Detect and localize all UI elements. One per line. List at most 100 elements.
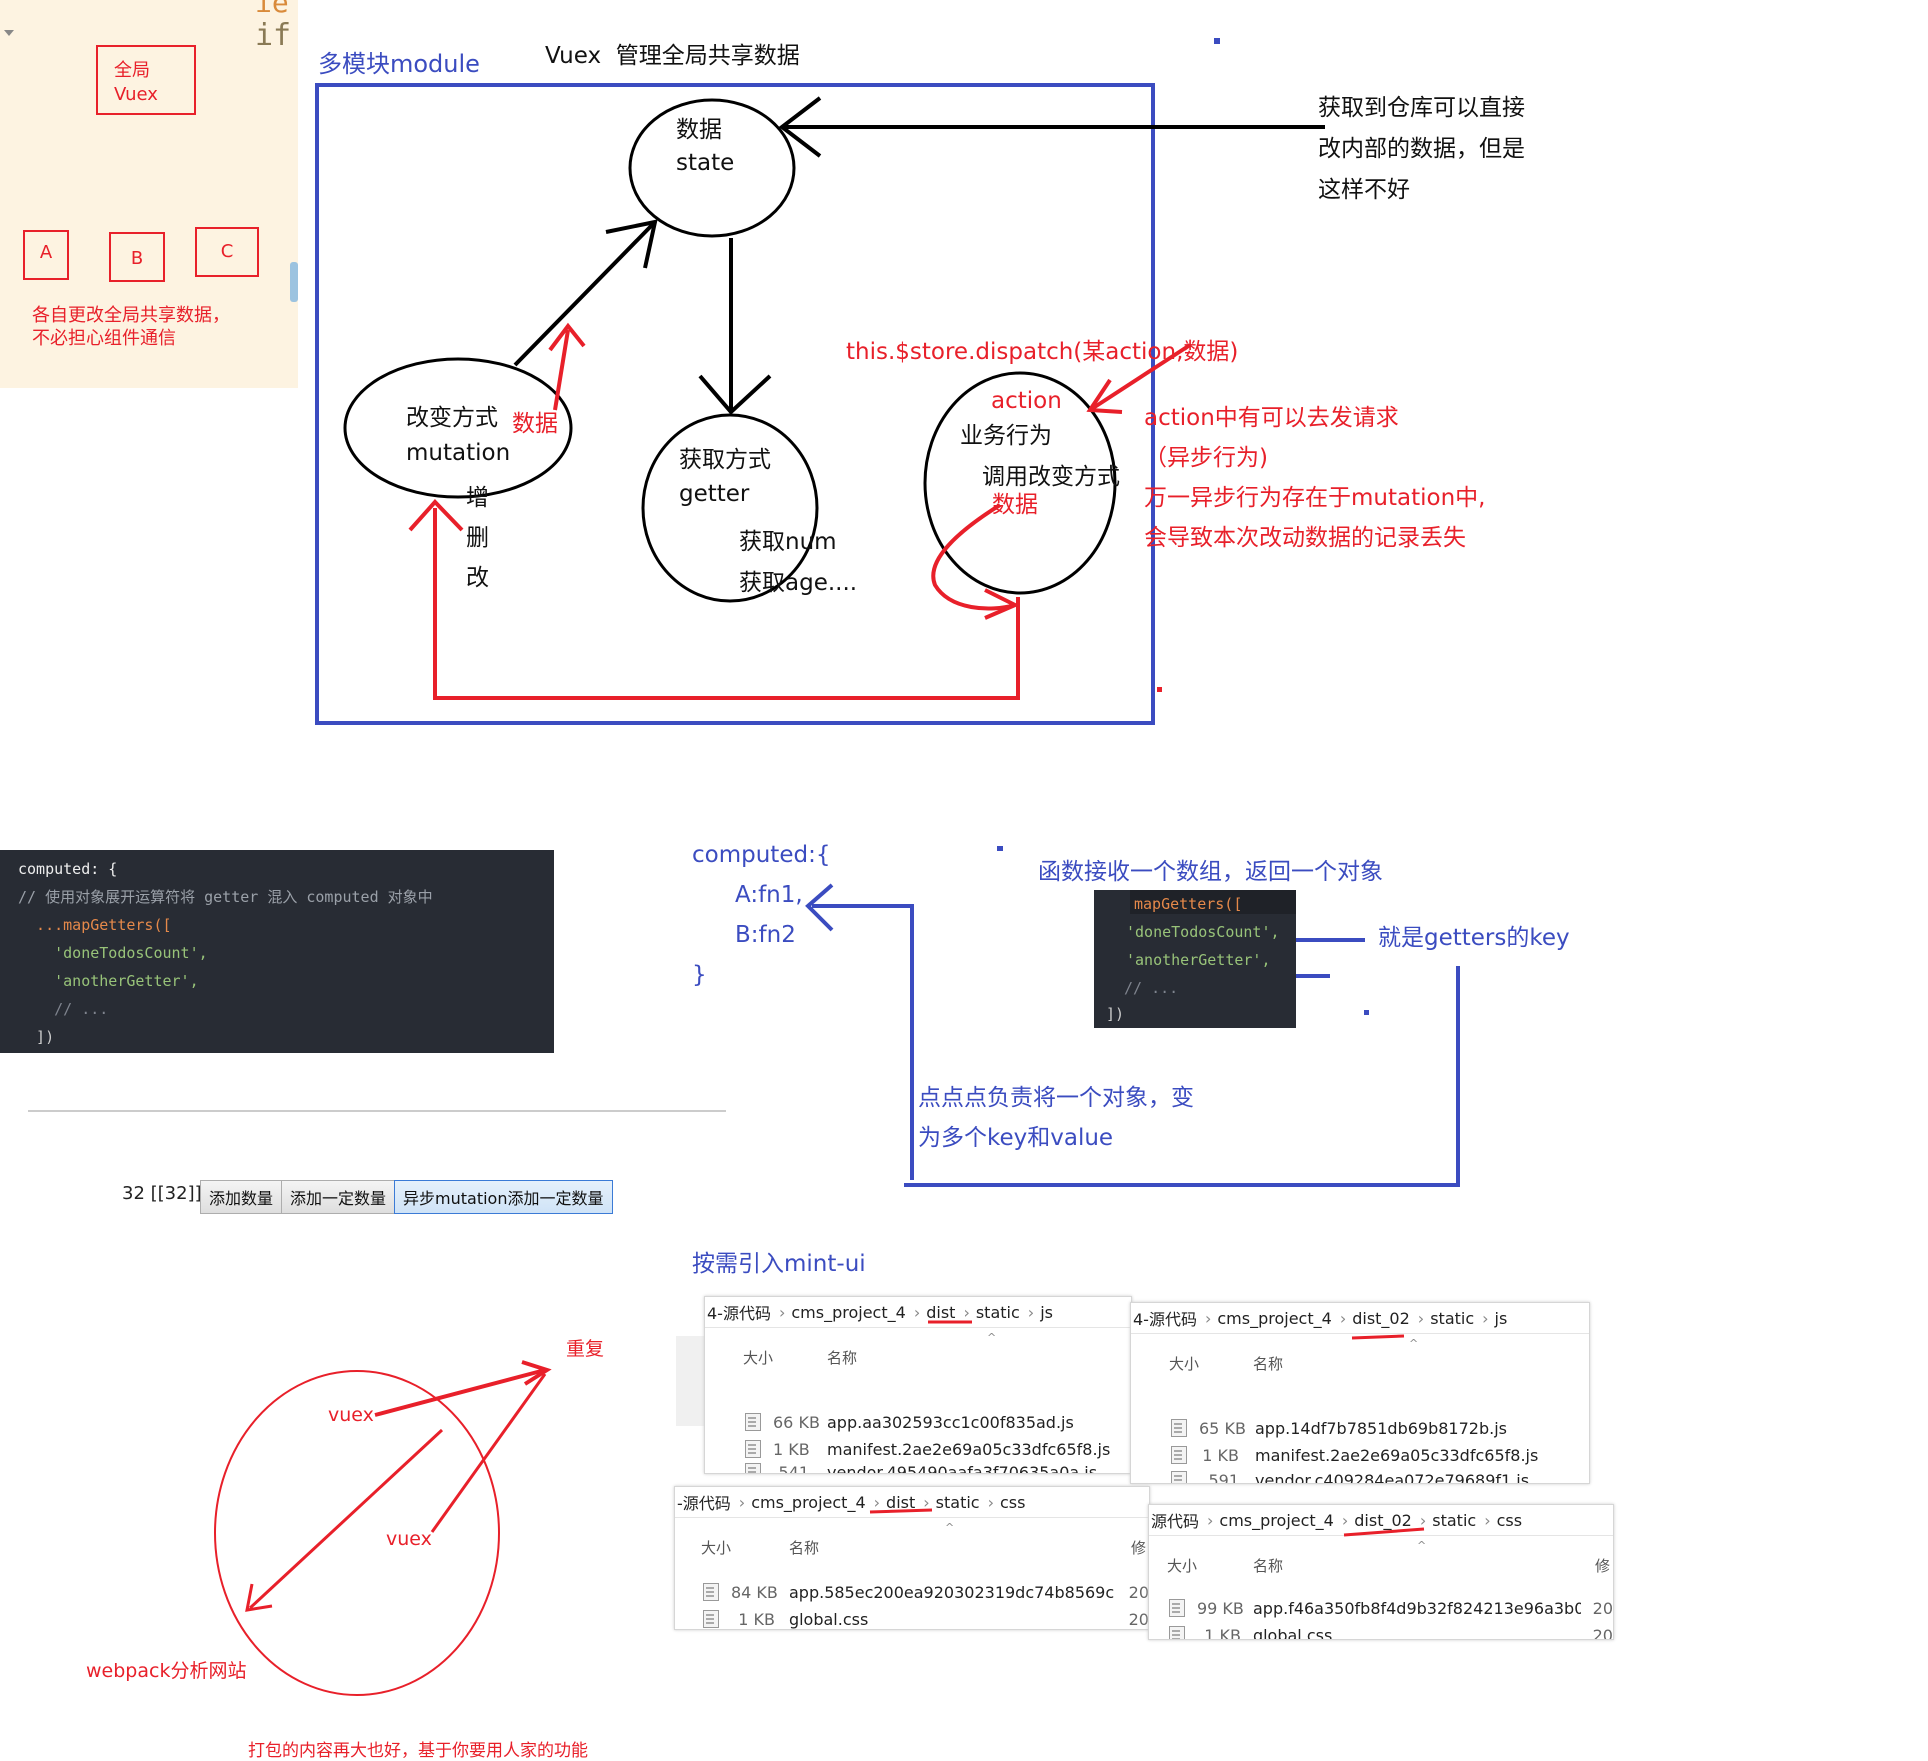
add-count-button[interactable]: 添加数量 [200,1180,283,1214]
crumb-item[interactable]: dist_02 [1352,1308,1410,1328]
file-row[interactable]: 1 KB manifest.2ae2e69a05c33dfc65f8.js [705,1436,1131,1462]
blue-dot [1214,38,1220,44]
breadcrumb: 4-源代码› cms_project_4› dist› static› js [705,1297,1131,1328]
crumb-item[interactable]: static [975,1302,1020,1322]
css-file-icon [703,1610,719,1628]
file-name: vendor.c409284ea072e79689f1.js [1255,1470,1530,1484]
crumb-item[interactable]: dist [886,1492,916,1512]
size-column-header[interactable]: 大小 [1167,1557,1198,1575]
direct-access-note: 获取到仓库可以直接 改内部的数据，但是 这样不好 [1318,95,1525,203]
chevron-right-icon: › [1482,1308,1489,1328]
getter-label-1: 获取方式 [679,447,771,473]
key-bracket [904,966,1460,1187]
column-header: 大小 ^ 名称 [705,1331,1131,1367]
code-fragment-2: if [255,18,292,53]
dispatch-arrow-head [1086,378,1123,414]
red-dot [1157,687,1162,692]
mutation-data-head [548,322,586,352]
file-size: 541 [778,1462,809,1474]
chevron-right-icon: › [738,1492,746,1512]
mutation-op-modify: 改 [466,565,489,591]
crumb-item[interactable]: cms_project_4 [1219,1510,1334,1530]
action-note-4: 会导致本次改动数据的记录丢失 [1144,525,1466,551]
chevron-right-icon: › [1027,1302,1035,1322]
name-column-header[interactable]: 名称 [789,1539,820,1557]
crumb-item[interactable]: -源代码 [677,1494,731,1513]
action-label-2: 业务行为 [960,423,1052,449]
code-fragment-1: ie [255,0,289,19]
breadcrumb: -源代码› cms_project_4› dist› static› css [675,1487,1149,1518]
crumb-item[interactable]: static [935,1492,980,1512]
chevron-right-icon: › [1204,1308,1212,1328]
crumb-item[interactable]: js [1494,1308,1508,1328]
js-file-icon [745,1463,761,1473]
file-row[interactable]: 591 vendor.c409284ea072e79689f1.js [1131,1467,1589,1484]
file-row[interactable]: 541 vendor.495490aafa3f70635a0a.js [705,1459,1131,1474]
modified-column-header[interactable]: 修 [1131,1539,1147,1557]
file-size: 1 KB [1204,1625,1241,1640]
file-modified: 20 [1128,1609,1149,1629]
file-size: 84 KB [730,1582,778,1602]
name-column-header[interactable]: 名称 [1253,1557,1284,1575]
crumb-item[interactable]: css [1496,1510,1523,1530]
crumb-item[interactable]: dist_02 [1354,1510,1412,1530]
crumb-item[interactable]: cms_project_4 [1217,1308,1332,1328]
crumb-item[interactable]: cms_project_4 [791,1302,906,1322]
crumb-item[interactable]: dist [926,1302,956,1322]
file-row[interactable]: 65 KB app.14df7b7851db69b8172b.js [1131,1415,1589,1441]
small-code-line-2: 'doneTodosCount', [1126,923,1280,941]
chevron-right-icon: › [963,1302,970,1322]
name-column-header[interactable]: 名称 [827,1349,858,1367]
size-column-header[interactable]: 大小 [701,1539,732,1557]
box-b: B [109,232,165,282]
file-name: global.css [788,1609,869,1629]
small-code-line-4: // ... [1124,979,1179,997]
webpack-circle [214,1370,500,1696]
crumb-item[interactable]: js [1040,1302,1053,1322]
file-size: 66 KB [773,1412,820,1432]
crumb-item[interactable]: 源代码 [1151,1512,1200,1531]
mint-ui-title: 按需引入mint-ui [692,1251,866,1277]
file-row[interactable]: 1 KB global.css 20 [675,1606,1149,1629]
file-row[interactable]: 1 KB global.css 20 [1149,1622,1613,1640]
code-line-1: computed: { [18,860,118,878]
modified-column-header[interactable]: 修 [1595,1557,1611,1575]
column-header: 大小 ^ 名称 [1131,1337,1589,1373]
code-line-4: 'doneTodosCount', [18,944,208,962]
global-vuex-box: 全局 Vuex [96,45,196,115]
action-to-mutation-head [408,499,464,532]
name-column-header[interactable]: 名称 [1253,1355,1284,1373]
file-row[interactable]: 66 KB app.aa302593cc1c00f835ad.js [705,1409,1131,1435]
sort-asc-icon: ^ [1417,1539,1427,1552]
add-amount-button[interactable]: 添加一定数量 [281,1180,396,1214]
file-row[interactable]: 99 KB app.f46a350fb8f4d9b32f824213e96a3b… [1149,1595,1613,1621]
file-row[interactable]: 1 KB manifest.2ae2e69a05c33dfc65f8.js [1131,1442,1589,1468]
code-block [0,850,554,1053]
chevron-right-icon: › [1339,1308,1347,1328]
state-label-2: state [676,150,735,176]
dispatch-arrow-line [1088,343,1192,412]
chevron-right-icon: › [1419,1510,1427,1530]
crumb-item[interactable]: static [1432,1510,1477,1530]
button-group: 添加数量添加一定数量异步mutation添加一定数量 [200,1180,613,1214]
crumb-item[interactable]: 4-源代码 [707,1304,771,1323]
size-column-header[interactable]: 大小 [743,1349,774,1367]
crumb-item[interactable]: css [1000,1492,1026,1512]
direct-arrow-head [778,96,822,158]
footer-note: 打包的内容再大也好，基于你要用人家的功能 [248,1741,588,1761]
file-row[interactable]: 84 KB app.585ec200ea920302319dc74b8569c1… [675,1579,1149,1605]
crumb-item[interactable]: static [1430,1308,1475,1328]
code-line-7: ]) [18,1028,55,1046]
crumb-item[interactable]: 4-源代码 [1133,1310,1197,1329]
action-data-curve [931,503,1016,611]
file-size: 99 KB [1196,1598,1244,1618]
crumb-item[interactable]: cms_project_4 [751,1492,866,1512]
module-frame [315,83,1155,725]
css-file-icon [1169,1599,1185,1617]
size-column-header[interactable]: 大小 [1169,1355,1200,1373]
explorer-panel-dist-css: -源代码› cms_project_4› dist› static› css 大… [674,1486,1150,1630]
async-mutation-button[interactable]: 异步mutation添加一定数量 [394,1180,613,1214]
scroll-handle[interactable] [290,262,298,302]
chevron-down-icon [4,30,14,36]
box-a: A [23,230,69,280]
